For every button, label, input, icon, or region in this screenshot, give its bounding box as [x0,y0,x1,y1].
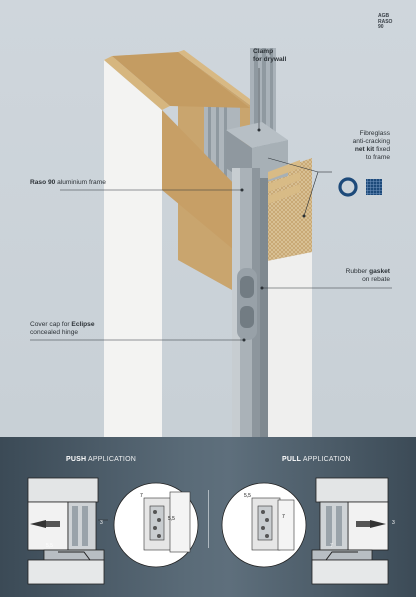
rubber-label-pre: Rubber [345,268,370,275]
cover-label-pre: Cover cap for [30,321,72,328]
pull-title-bold: PULL [282,456,302,463]
product-code-line: RASO [378,18,393,25]
push-dim-c: 3 [100,520,103,526]
raso-frame-label: Raso 90 aluminium frame [30,179,106,187]
clamp-label: Clamp for drywall [253,48,286,64]
fibreglass-line1: Fibreglass [359,130,390,137]
pull-dim-d: 7 [330,543,333,549]
fibreglass-net-kit: net kit [354,146,375,153]
gasket-ring-icon [338,177,358,197]
push-dim-a: 7 [140,493,143,499]
cover-label-line2: concealed hinge [30,329,79,336]
rubber-label-bold: gasket [369,268,390,275]
fibreglass-line2: anti-cracking [352,138,390,145]
pull-title-rest: APPLICATION [301,456,351,463]
raso-label-bold: Raso 90 [30,179,56,186]
fibreglass-label: Fibreglass anti-cracking net kit fixed t… [318,130,390,162]
raso-label-rest: aluminium frame [55,179,106,186]
pull-application-title: PULL APPLICATION [282,456,351,463]
rubber-label-line2: on rebate [362,276,390,283]
push-dim-b: 5,5 [168,516,175,522]
fibreglass-fixed: fixed [374,146,390,153]
product-code-line: 90 [378,24,384,31]
clamp-label-rest: for drywall [253,56,287,63]
push-dim-d: 5,5 [46,543,53,549]
rubber-gasket-label: Rubber gasket on rebate [318,268,390,284]
section-divider [208,490,209,548]
cover-cap-label: Cover cap for Eclipse concealed hinge [30,321,95,337]
clamp-label-bold: Clamp [253,48,274,55]
pull-dim-b: 7 [282,514,285,520]
push-application-title: PUSH APPLICATION [66,456,136,463]
pull-dim-c: 3 [392,520,395,526]
product-code: AGB RASO 90 [378,13,398,31]
push-title-rest: APPLICATION [86,456,136,463]
cover-label-bold: Eclipse [71,321,95,328]
pull-dim-a: 5,5 [244,493,251,499]
push-title-bold: PUSH [66,456,87,463]
door-frame-illustration [30,48,392,437]
fibreglass-line4: to frame [365,154,390,161]
product-code-line: AGB [378,13,390,19]
